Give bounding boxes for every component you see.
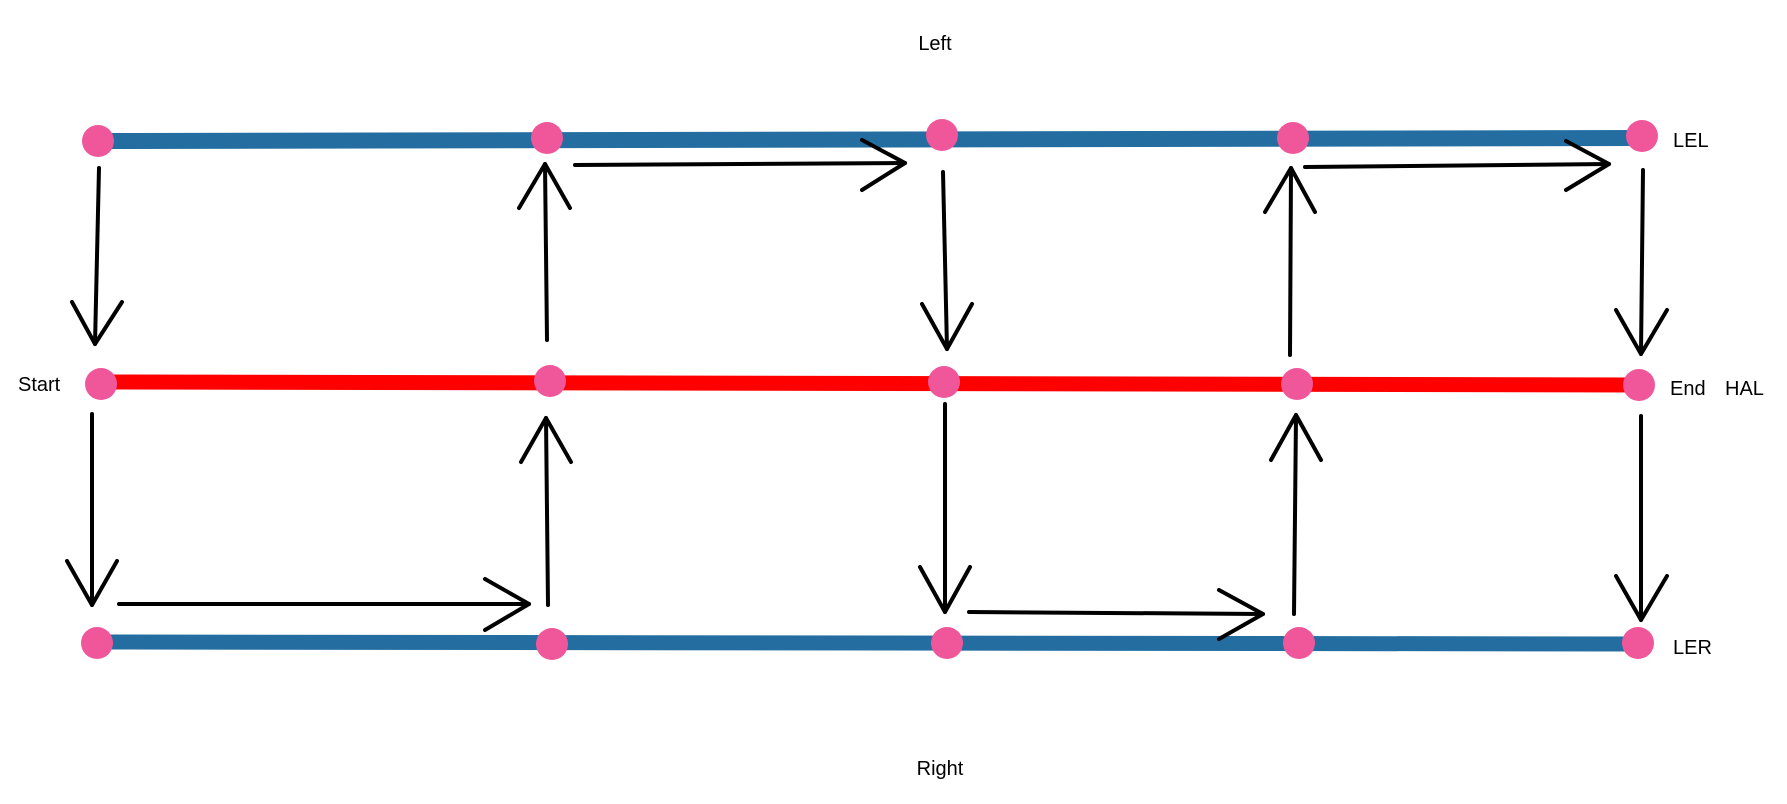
arrow-down <box>65 412 119 607</box>
bottom-lane-line <box>96 634 1639 652</box>
end-label: End <box>1670 378 1706 400</box>
bottom-side-label: Right <box>917 758 964 780</box>
arrow-right <box>573 138 907 192</box>
arrow-right <box>967 588 1265 641</box>
top-lane-node-3 <box>926 119 958 151</box>
top-lane-label: LEL <box>1673 130 1709 152</box>
middle-lane-node-1 <box>85 368 117 400</box>
arrow-down <box>920 170 974 351</box>
arrow-up <box>517 162 572 342</box>
arrow-up <box>1263 166 1317 357</box>
middle-lane-node-3 <box>928 366 960 398</box>
top-lane-node-4 <box>1277 122 1309 154</box>
bottom-lane-node-2 <box>536 628 568 660</box>
middle-lane-label: HAL <box>1725 378 1764 400</box>
top-side-label: Left <box>918 33 952 55</box>
arrow-down <box>918 402 972 614</box>
arrow-down <box>70 166 124 346</box>
bottom-lane-node-4 <box>1283 627 1315 659</box>
bottom-lane-node-5 <box>1622 627 1654 659</box>
bottom-lane-node-1 <box>81 627 113 659</box>
arrow-up <box>519 416 573 607</box>
top-lane-node-1 <box>82 125 114 157</box>
middle-lane-line <box>99 374 1639 393</box>
middle-lane-node-5 <box>1623 369 1655 401</box>
middle-lane-node-2 <box>534 365 566 397</box>
bottom-lane-node-3 <box>931 627 963 659</box>
top-lane-node-5 <box>1626 120 1658 152</box>
top-lane-node-2 <box>531 122 563 154</box>
middle-lane-node-4 <box>1281 368 1313 400</box>
arrow-up <box>1269 413 1323 616</box>
bottom-lane-label: LER <box>1673 637 1712 659</box>
start-label: Start <box>18 374 61 396</box>
arrow-right <box>117 577 531 632</box>
top-lane-line <box>96 130 1641 149</box>
arrow-right <box>1303 139 1611 192</box>
arrow-down <box>1614 414 1669 622</box>
arrow-down <box>1614 168 1669 356</box>
